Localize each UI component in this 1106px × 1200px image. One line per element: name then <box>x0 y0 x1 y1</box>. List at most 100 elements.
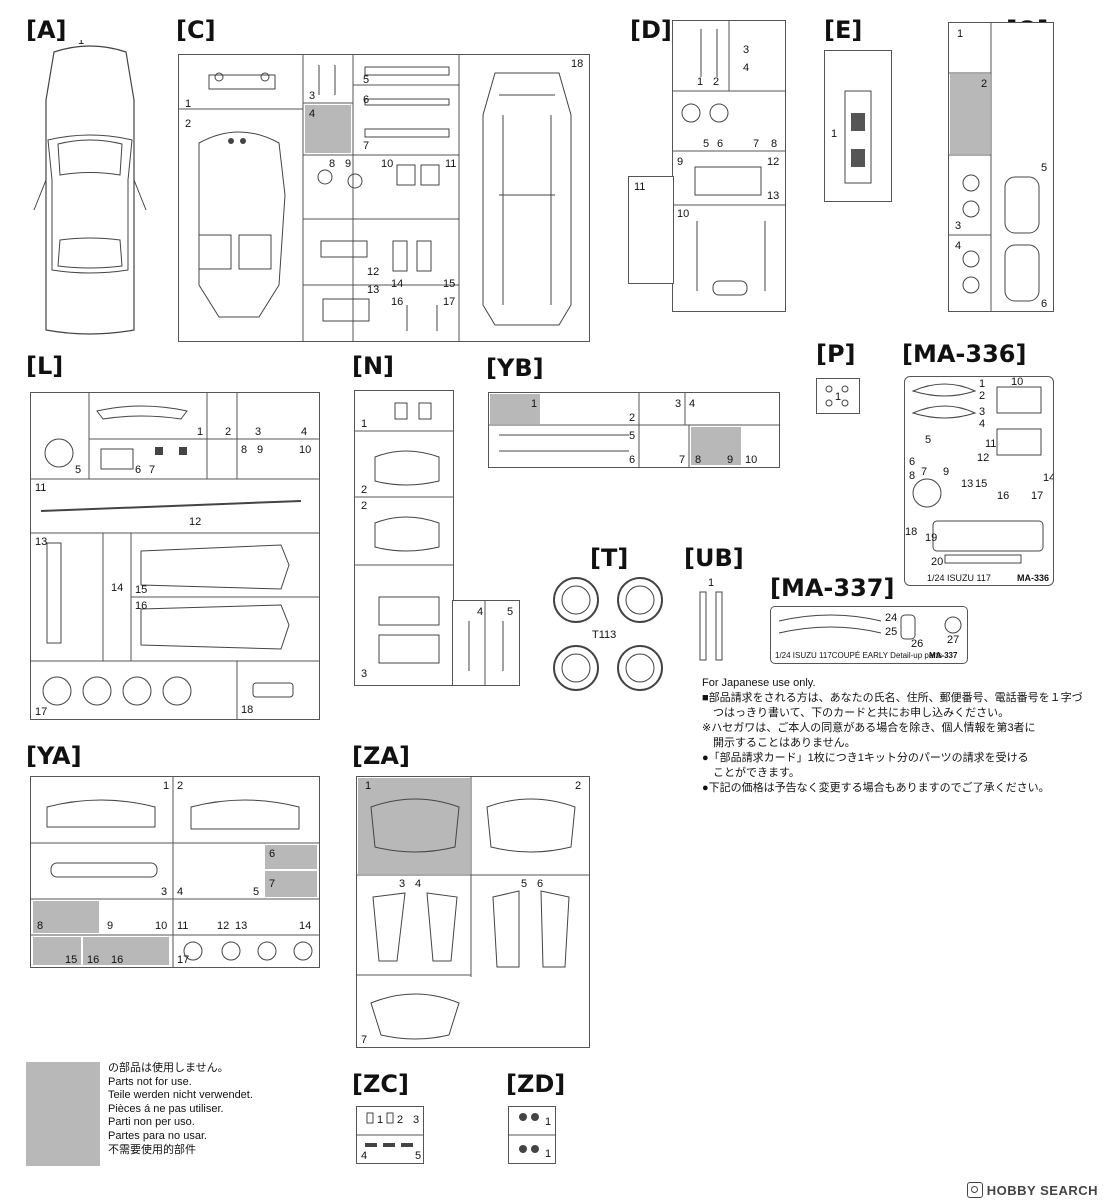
part-number: 26 <box>911 638 923 650</box>
part-number: 25 <box>885 626 897 638</box>
part-number: 15 <box>65 954 77 966</box>
part-number: 15 <box>135 584 147 596</box>
watermark-text: HOBBY SEARCH <box>986 1182 1098 1198</box>
part-number: 4 <box>979 418 985 430</box>
part-number: 3 <box>361 668 367 680</box>
sprue-frame-ZC: 1 2 3 4 5 <box>356 1106 424 1164</box>
part-number: 13 <box>767 190 779 202</box>
part-number: 6 <box>717 138 723 150</box>
sprue-frame-N-side: 4 5 <box>452 600 520 686</box>
part-number: 2 <box>575 780 581 792</box>
part-number: 24 <box>885 612 897 624</box>
part-number: 1 <box>361 418 367 430</box>
part-number: 11 <box>35 482 46 494</box>
part-number: 3 <box>743 44 749 56</box>
part-number: 9 <box>257 444 263 456</box>
sprue-label-C: [C] <box>176 16 216 44</box>
sprue-label-E: [E] <box>824 16 863 44</box>
part-number: 15 <box>443 278 455 290</box>
unused-part-YA16 <box>83 937 169 965</box>
part-number: 11 <box>177 920 188 932</box>
part-number: 5 <box>75 464 81 476</box>
part-number: 3 <box>413 1114 419 1126</box>
photo-etch-tag: MA-336 <box>1017 573 1049 583</box>
sprue-label-L: [L] <box>26 352 64 380</box>
part-number: 1 <box>708 577 714 589</box>
note-line: ことができます。 <box>702 767 800 779</box>
part-number: 19 <box>925 532 937 544</box>
part-number: 10 <box>381 158 393 170</box>
part-number: 17 <box>443 296 455 308</box>
part-number: 12 <box>217 920 229 932</box>
part-number: 16 <box>135 600 147 612</box>
part-number: 20 <box>931 556 943 568</box>
part-number: 2 <box>713 76 719 88</box>
part-number: 9 <box>727 454 733 466</box>
sprue-label-UB: [UB] <box>684 544 744 572</box>
part-number: 9 <box>345 158 351 170</box>
part-number: 9 <box>943 466 949 478</box>
legend-line: Parti non per uso. <box>108 1116 195 1129</box>
part-number: 4 <box>689 398 695 410</box>
part-number: 1 <box>163 780 169 792</box>
note-line: ※ハセガワは、ご本人の同意がある場合を除き、個人情報を第3者に <box>702 722 1036 734</box>
part-number: 17 <box>1031 490 1043 502</box>
part-number: 4 <box>477 606 483 618</box>
part-number: 4 <box>301 426 307 438</box>
part-number: 2 <box>225 426 231 438</box>
part-number: 11 <box>634 181 646 193</box>
part-number: 4 <box>177 886 183 898</box>
part-number: 13 <box>367 284 379 296</box>
part-number: 7 <box>921 466 927 478</box>
part-number: 2 <box>177 780 183 792</box>
unused-part-YA15 <box>33 937 81 965</box>
note-line: ●「部品請求カード」1枚につき1キット分のパーツの請求を受ける <box>702 752 1029 764</box>
part-number: 2 <box>361 500 367 512</box>
part-number: 1 <box>377 1114 383 1126</box>
photo-etch-MA336: 1 2 3 4 5 6 7 8 9 10 11 12 13 14 15 16 1… <box>904 376 1054 586</box>
part-number: 4 <box>309 108 315 120</box>
part-number: 16 <box>111 954 123 966</box>
part-number: 16 <box>997 490 1009 502</box>
sprue-label-YA: [YA] <box>26 742 82 770</box>
part-number: 12 <box>367 266 379 278</box>
part-number: 1 <box>545 1116 551 1128</box>
part-number: 13 <box>235 920 247 932</box>
unused-parts-swatch <box>26 1062 100 1166</box>
part-number: 8 <box>37 920 43 932</box>
part-number: 10 <box>677 208 689 220</box>
legend-line: Parts not for use. <box>108 1075 192 1088</box>
sprue-frame-E: 1 <box>824 50 892 202</box>
part-number: 10 <box>155 920 167 932</box>
photo-etch-tag: MA-337 <box>929 651 958 660</box>
part-number: 27 <box>947 634 959 646</box>
part-number: 2 <box>185 118 191 130</box>
part-number: 3 <box>161 886 167 898</box>
part-number: 14 <box>1043 472 1053 484</box>
sprue-frame-ZA: 1 2 3 4 5 6 7 <box>356 776 590 1048</box>
part-number: 18 <box>905 526 917 538</box>
part-number: 14 <box>391 278 403 290</box>
part-number: 7 <box>149 464 155 476</box>
part-number: 10 <box>1011 377 1023 388</box>
sprue-frame-D-runner <box>628 176 674 284</box>
part-number: 1 <box>78 40 84 47</box>
part-number: 2 <box>981 78 987 90</box>
sprue-frame-YB: 1 2 3 4 5 6 7 8 9 10 <box>488 392 780 468</box>
unused-part-YA6 <box>265 845 317 869</box>
part-number: 4 <box>743 62 749 74</box>
legend-line: の部品は使用しません。 <box>108 1062 229 1074</box>
part-number: 1 <box>197 426 203 438</box>
unused-part-YA7 <box>265 871 317 897</box>
part-number: 8 <box>329 158 335 170</box>
part-number: 1 <box>957 28 963 40</box>
part-number: 5 <box>629 430 635 442</box>
part-number: 3 <box>955 220 961 232</box>
sprue-frame-P: 1 <box>816 378 860 414</box>
sprue-frame-C: 1 2 3 4 5 6 7 8 9 10 11 12 13 14 15 16 1… <box>178 54 590 342</box>
part-number: 6 <box>1041 298 1047 310</box>
part-number: 7 <box>679 454 685 466</box>
part-number: 17 <box>177 954 189 966</box>
part-number: 7 <box>753 138 759 150</box>
part-number: 8 <box>771 138 777 150</box>
